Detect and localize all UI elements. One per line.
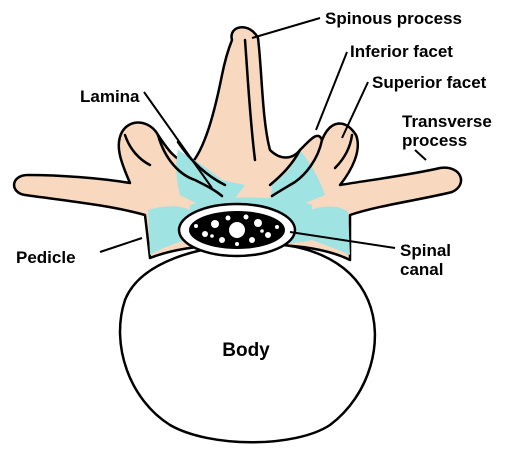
cord-fiber	[226, 216, 231, 221]
label-spinal-canal-2: canal	[400, 260, 443, 279]
label-transverse-process-2: process	[402, 131, 467, 150]
cord-fiber	[219, 237, 225, 243]
cord-fiber	[260, 229, 264, 233]
cord-fiber	[210, 234, 214, 238]
leader-superior-facet	[342, 82, 368, 138]
label-pedicle: Pedicle	[16, 248, 76, 267]
label-spinous-process: Spinous process	[325, 9, 462, 28]
leader-inferior-facet	[316, 52, 347, 130]
label-superior-facet: Superior facet	[372, 73, 487, 92]
cord-fiber	[211, 220, 219, 228]
cord-fiber	[265, 232, 271, 238]
label-body: Body	[222, 340, 270, 361]
cord-fiber	[235, 242, 239, 246]
cord-fiber	[275, 225, 279, 229]
label-transverse-process-1: Transverse	[402, 112, 492, 131]
cord-fiber	[229, 222, 245, 238]
cord-fiber	[249, 237, 255, 243]
cord-fiber	[244, 215, 249, 220]
cord-fiber	[202, 231, 208, 237]
leader-pedicle	[100, 238, 142, 252]
label-spinal-canal-1: Spinal	[400, 241, 451, 260]
cord-fiber	[254, 219, 262, 227]
leader-spinous-process	[252, 18, 320, 38]
cord-fiber	[194, 224, 198, 228]
label-lamina: Lamina	[80, 87, 140, 106]
label-inferior-facet: Inferior facet	[350, 42, 453, 61]
leader-transverse-process	[415, 150, 426, 160]
